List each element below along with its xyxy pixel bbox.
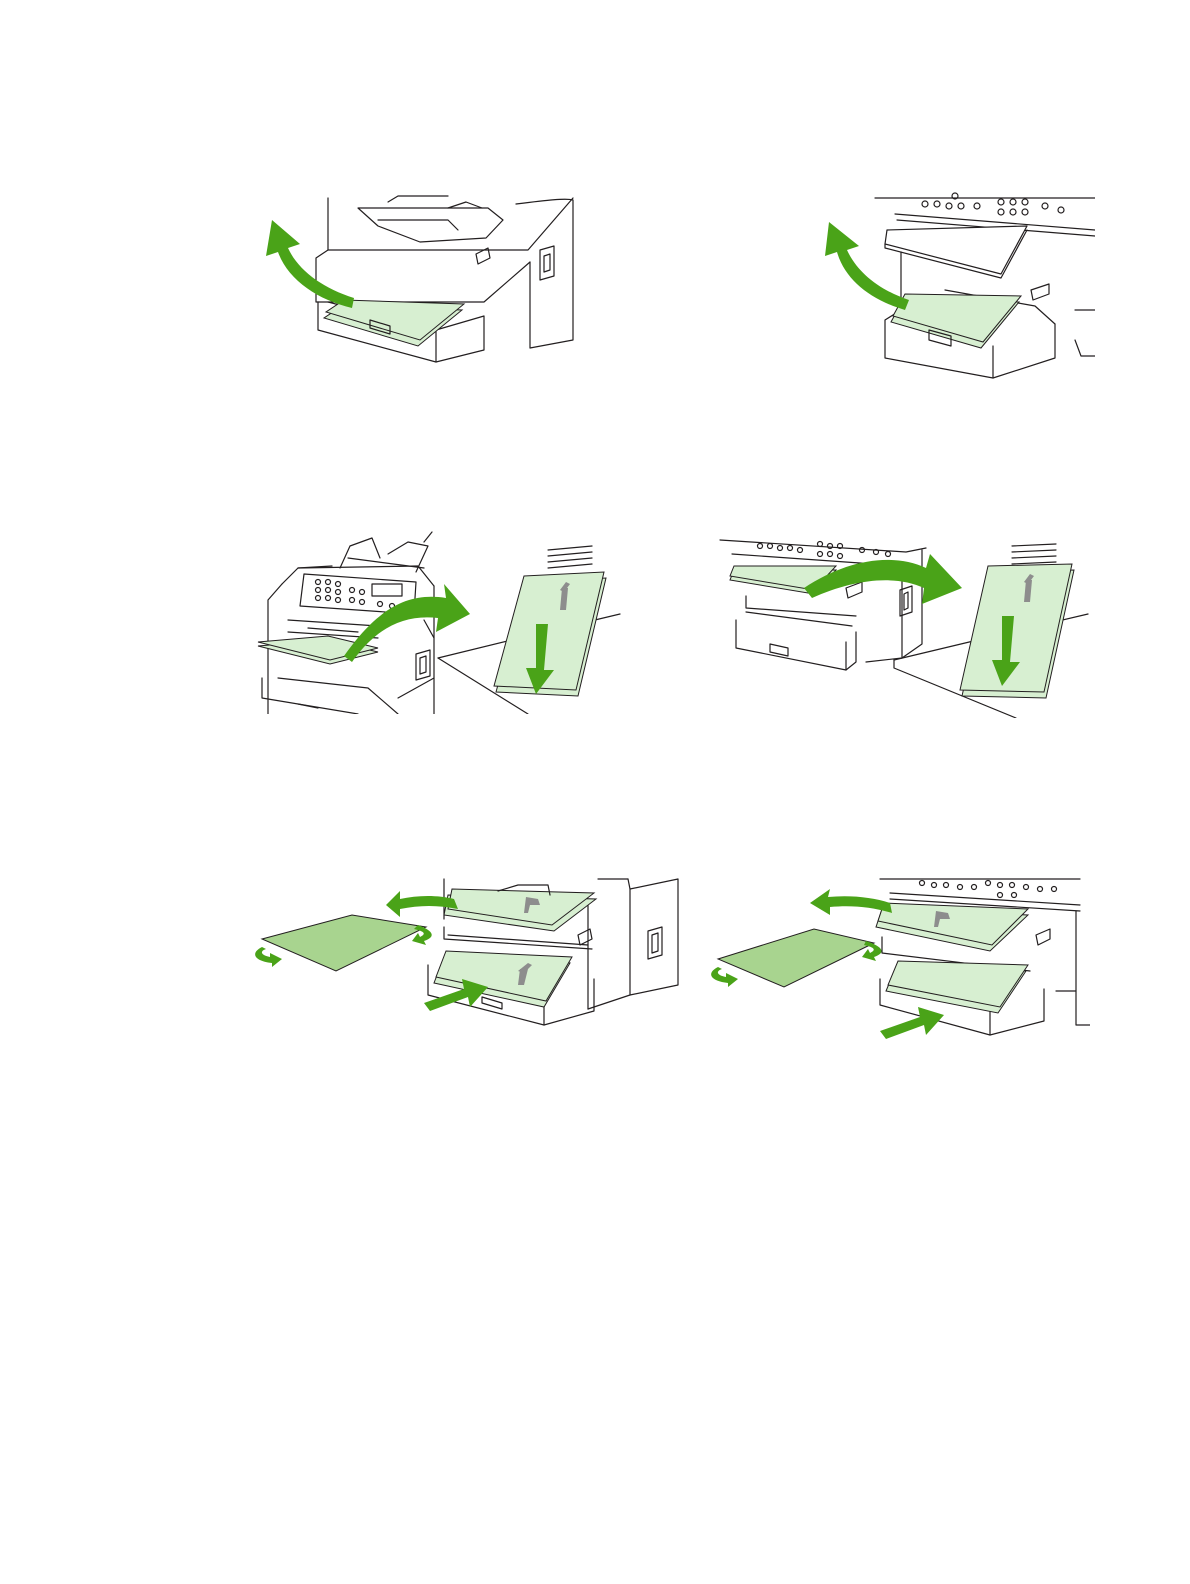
flipped-paper — [711, 929, 881, 987]
curved-arrow-icon — [804, 554, 962, 604]
paper-stack — [891, 294, 1021, 348]
device-logo-icon — [416, 650, 430, 680]
output-paper — [444, 885, 596, 931]
illustration-flip-reinsert-1 — [248, 875, 688, 1035]
illustration-flip-reinsert-2 — [700, 875, 1090, 1045]
device-logo-icon — [540, 246, 554, 280]
flipped-paper — [255, 915, 432, 971]
printer-drawing — [716, 532, 1096, 718]
push-arrow-icon — [880, 1007, 944, 1039]
printer-drawing — [805, 190, 1095, 390]
printer-drawing — [248, 528, 628, 714]
printer-drawing — [248, 875, 688, 1035]
paper-stack — [324, 300, 464, 346]
control-panel-buttons — [922, 193, 1064, 215]
paper-stack — [886, 961, 1028, 1013]
illustration-remove-paper-2 — [805, 190, 1095, 390]
curved-arrow-icon — [810, 889, 892, 915]
output-paper — [885, 226, 1027, 278]
illustration-move-stack-2 — [716, 532, 1096, 718]
printer-drawing — [248, 190, 584, 380]
illustration-remove-paper-1 — [248, 190, 584, 380]
control-panel-buttons — [920, 881, 1057, 898]
paper-stack-on-table — [494, 546, 606, 696]
illustration-move-stack-1 — [248, 528, 628, 714]
device-logo-icon — [648, 927, 662, 959]
output-paper — [876, 903, 1028, 951]
printer-drawing — [700, 875, 1090, 1045]
paper-stack-on-table — [960, 544, 1074, 698]
